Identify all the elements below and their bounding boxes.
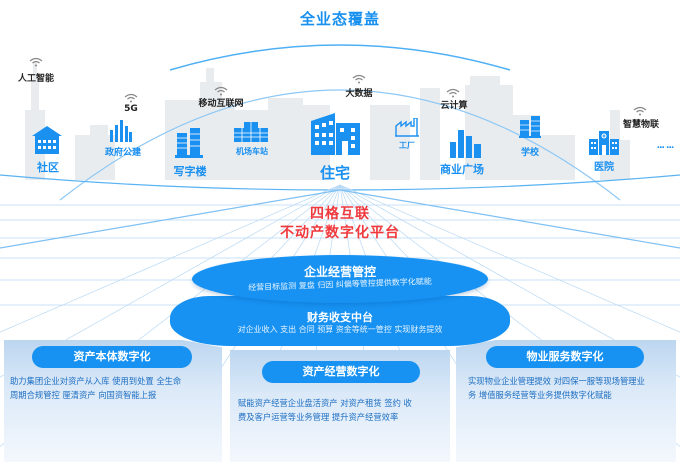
finance-middle-platform[interactable]: 财务收支中台 对企业收入 支出 合同 预算 资金等统一管控 实现财务提效	[170, 296, 510, 346]
asset-operation-pill[interactable]: 资产经营数字化	[262, 361, 420, 383]
place-label: 政府公建	[104, 148, 141, 158]
desc-line: 周期合规管控 厘清资产 向国资智能上报	[10, 390, 157, 400]
desc-line: 助力集团企业对资产从入库 使用到处置 全生命	[10, 376, 182, 386]
wifi-icon	[29, 57, 43, 67]
desc-line: 费及客户运营等业务管理 提升资产经营效率	[238, 412, 399, 422]
tech-tag-label: 5G	[124, 104, 138, 114]
panel-asset-operation: 资产经营数字化 赋能资产经营企业盘活资产 对资产租赁 签约 收 费及客户运营等业…	[230, 350, 450, 462]
property-service-pill[interactable]: 物业服务数字化	[486, 346, 644, 368]
desc-line: 务 增值服务经营等业务提供数字化赋能	[468, 390, 612, 400]
place-label: 机场车站	[236, 147, 268, 156]
property-service-desc: 实现物业企业管理提效 对四保一服等现场管理业 务 增值服务经营等业务提供数字化赋…	[468, 374, 676, 402]
platform-title-line2: 不动产数字化平台	[280, 225, 400, 241]
asset-entity-desc: 助力集团企业对资产从入库 使用到处置 全生命 周期合规管控 厘清资产 向国资智能…	[10, 374, 222, 402]
wifi-icon	[446, 88, 460, 98]
panel-asset-entity: 资产本体数字化 助力集团企业对资产从入库 使用到处置 全生命 周期合规管控 厘清…	[4, 340, 222, 462]
skyline-icon	[450, 130, 481, 158]
place-label: 商业广场	[440, 163, 484, 176]
platform-title-line1: 四格互联	[310, 206, 370, 222]
wifi-icon	[124, 93, 138, 103]
coverage-title: 全业态覆盖	[299, 10, 380, 28]
factory-icon	[395, 118, 419, 137]
asset-operation-desc: 赋能资产经营企业盘活资产 对资产租赁 签约 收 费及客户运营等业务管理 提升资产…	[238, 396, 448, 424]
panel-property-service: 物业服务数字化 实现物业企业管理提效 对四保一服等现场管理业 务 增值服务经营等…	[456, 340, 676, 462]
wifi-icon	[633, 106, 647, 116]
place-label: 写字楼	[173, 165, 207, 178]
place-label: 学校	[520, 148, 539, 158]
enterprise-title: 企业经营管控	[303, 265, 376, 279]
bar-buildings-icon	[110, 120, 132, 142]
station-icon	[234, 122, 268, 142]
tech-tag-label: 大数据	[345, 89, 373, 99]
more-places-ellipsis: ... ...	[656, 141, 675, 151]
wifi-icon	[352, 74, 366, 84]
place-label: 住宅	[319, 164, 350, 182]
desc-line: 赋能资产经营企业盘活资产 对资产租赁 签约 收	[238, 398, 412, 408]
finance-desc: 对企业收入 支出 合同 预算 资金等统一管控 实现财务提效	[237, 325, 443, 334]
finance-title: 财务收支中台	[307, 311, 373, 324]
tech-tag-label: 智慧物联	[622, 120, 659, 130]
place-label: 医院	[594, 162, 614, 173]
apartment-icon	[311, 113, 360, 155]
tech-tag-label: 移动互联网	[198, 99, 244, 109]
place-label: 工厂	[399, 141, 415, 150]
tech-tag-label: 云计算	[440, 101, 468, 111]
skyline-silhouette	[25, 62, 630, 180]
school-icon	[519, 116, 541, 138]
wifi-icon	[214, 86, 228, 96]
tech-tag-label: 人工智能	[17, 74, 54, 84]
hospital-icon	[589, 131, 619, 155]
desc-line: 实现物业企业管理提效 对四保一服等现场管理业	[468, 376, 645, 386]
enterprise-management-ellipse[interactable]: 企业经营管控 经营目标监测 复盘 归因 纠偏等管控提供数字化赋能	[192, 255, 488, 303]
place-label: 社区	[37, 161, 59, 174]
asset-entity-pill[interactable]: 资产本体数字化	[32, 346, 192, 368]
house-icon	[32, 126, 62, 154]
twin-towers-icon	[175, 128, 203, 158]
